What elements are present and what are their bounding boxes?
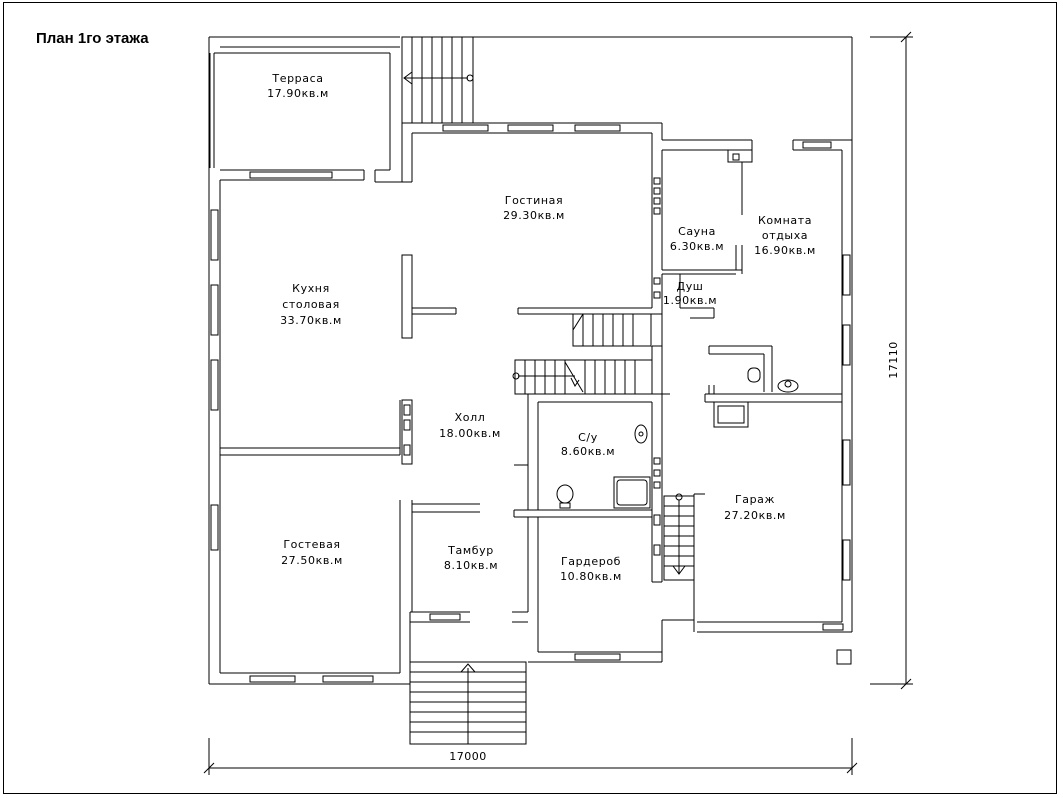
room-living-name: Гостиная	[505, 194, 563, 207]
middle-stairs	[512, 313, 662, 395]
room-wardrobe-area: 10.80кв.м	[560, 570, 622, 583]
room-rest-name-line1: Комната	[758, 214, 812, 227]
room-vestibule-name: Тамбур	[447, 544, 494, 557]
room-kitchen-area: 33.70кв.м	[280, 314, 342, 327]
room-sauna-name: Сауна	[678, 225, 716, 238]
dimension-width-label: 17000	[449, 750, 487, 763]
room-garage-area: 27.20кв.м	[724, 509, 786, 522]
room-sauna-area: 6.30кв.м	[670, 240, 724, 253]
room-guest-area: 27.50кв.м	[281, 554, 343, 567]
room-garage-name: Гараж	[735, 493, 775, 506]
room-hall-name: Холл	[455, 411, 486, 424]
room-kitchen-name-line2: столовая	[282, 298, 340, 311]
guest-walls	[210, 399, 413, 683]
dimension-lines	[203, 31, 913, 775]
plan-title: План 1го этажа	[36, 30, 149, 47]
room-wc-area: 8.60кв.м	[561, 445, 615, 458]
room-terrace-area: 17.90кв.м	[267, 87, 329, 100]
room-wc-name: С/у	[578, 431, 598, 444]
room-labels: Терраса 17.90кв.м Гостиная 29.30кв.м Сау…	[267, 72, 816, 583]
room-rest-area: 16.90кв.м	[754, 244, 816, 257]
garage-walls	[663, 385, 852, 665]
room-shower-area: 1.90кв.м	[663, 294, 717, 307]
dimension-height-label: 17110	[887, 341, 900, 379]
room-wardrobe-name: Гардероб	[561, 555, 621, 568]
room-rest-name-line2: отдыха	[762, 229, 808, 242]
wc-walls	[513, 393, 670, 582]
room-living-area: 29.30кв.м	[503, 209, 565, 222]
room-kitchen-name-line1: Кухня	[292, 282, 330, 295]
wardrobe-walls	[527, 514, 694, 663]
room-vestibule-area: 8.10кв.м	[444, 559, 498, 572]
vestibule-walls	[409, 503, 528, 684]
drawing-frame	[3, 2, 1057, 794]
top-stairs	[401, 36, 474, 124]
sauna-walls	[653, 139, 753, 394]
room-terrace-name: Терраса	[271, 72, 323, 85]
room-shower-name: Душ	[677, 280, 704, 293]
kitchen-partition	[210, 209, 457, 411]
room-hall-area: 18.00кв.м	[439, 427, 501, 440]
terrace-walls	[209, 52, 412, 183]
outer-walls	[208, 36, 853, 685]
rest-room-walls	[708, 139, 852, 393]
room-guest-name: Гостевая	[283, 538, 340, 551]
entry-steps	[409, 661, 527, 745]
